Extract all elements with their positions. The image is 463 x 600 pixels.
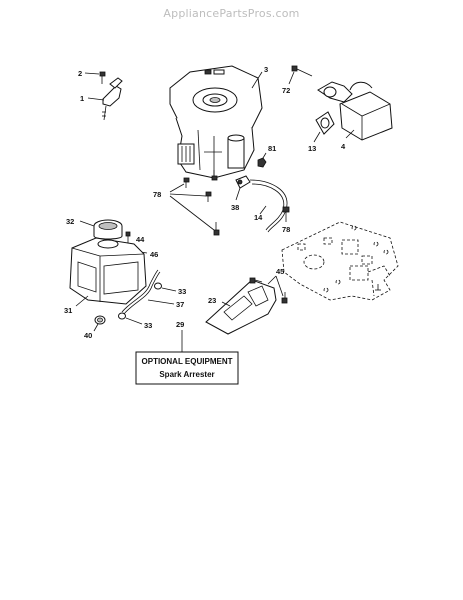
callout-31: 31 (64, 306, 72, 315)
callout-78-right: 78 (282, 225, 290, 234)
callout-2: 2 (78, 69, 82, 78)
callout-32: 32 (66, 217, 74, 226)
engine (169, 65, 263, 179)
callout-23: 23 (208, 296, 216, 305)
hose-clamp-33-upper (154, 282, 162, 290)
bolt-45-b (281, 292, 288, 304)
callout-45: 45 (276, 267, 284, 276)
callout-33-lower: 33 (144, 321, 152, 330)
nut-81 (257, 157, 267, 168)
callout-33-upper: 33 (178, 287, 186, 296)
callout-44: 44 (136, 235, 145, 244)
optional-equipment-box: OPTIONAL EQUIPMENT Spark Arrester (135, 351, 239, 385)
bolt-78-right (282, 206, 290, 222)
spark-arrester-label: Spark Arrester (159, 370, 214, 379)
callout-3: 3 (264, 65, 268, 74)
chassis-frame-outline (281, 221, 399, 301)
callout-72: 72 (282, 86, 290, 95)
bolt-72 (291, 65, 313, 77)
watermark: AppliancePartsPros.com (163, 7, 300, 20)
fuel-tank-31 (69, 237, 147, 305)
callout-46: 46 (150, 250, 158, 259)
gasket-13 (315, 111, 335, 135)
fuel-fitting-38 (235, 175, 251, 189)
callout-14: 14 (254, 213, 263, 222)
callout-40: 40 (84, 331, 92, 340)
muffler-4 (317, 81, 393, 141)
callout-13: 13 (308, 144, 316, 153)
throttle-bracket (99, 71, 123, 121)
clamp-40 (94, 315, 106, 325)
callout-78-left: 78 (153, 190, 161, 199)
callout-81: 81 (268, 144, 276, 153)
callout-37: 37 (176, 300, 184, 309)
engine-bolts-78 (183, 170, 220, 236)
heat-shield-23 (205, 279, 277, 335)
callout-1: 1 (80, 94, 84, 103)
optional-equipment-title: OPTIONAL EQUIPMENT (142, 357, 233, 366)
bolt-45-a (249, 277, 263, 284)
fuel-cap-32 (93, 219, 123, 240)
callout-38: 38 (231, 203, 239, 212)
fuel-line-37 (121, 269, 159, 313)
callout-29: 29 (176, 320, 184, 329)
screw-44 (125, 231, 131, 244)
callout-4: 4 (341, 142, 346, 151)
hose-clamp-33-lower (118, 312, 126, 320)
